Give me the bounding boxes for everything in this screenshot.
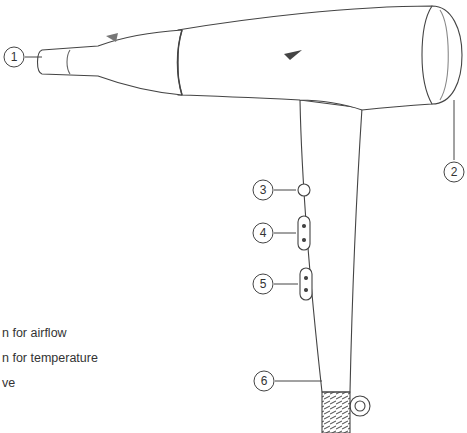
- callout-circle: 1: [3, 46, 25, 68]
- legend-text: n for airflow: [2, 326, 67, 340]
- callout-circle: 4: [252, 222, 274, 244]
- hanging-loop: [350, 396, 370, 416]
- callout-number: 3: [260, 184, 267, 196]
- rear-filter: [422, 6, 462, 104]
- callout-circle: 5: [252, 273, 274, 295]
- callout-number: 5: [260, 278, 267, 290]
- callout-circle: 3: [252, 179, 274, 201]
- button: [298, 184, 310, 196]
- cord-sleeve: [322, 392, 350, 433]
- legend-text: n for temperature: [2, 351, 98, 365]
- slider: [298, 216, 310, 250]
- callout-circle: 2: [443, 161, 465, 183]
- callout-number: 1: [11, 51, 18, 63]
- legend-text: ve: [2, 376, 15, 390]
- callout-circle: 6: [253, 370, 275, 392]
- callout-number: 4: [260, 227, 267, 239]
- body: [178, 6, 432, 110]
- nozzle: [38, 30, 183, 95]
- callout-number: 2: [451, 166, 458, 178]
- callout-number: 6: [261, 375, 268, 387]
- slider: [300, 268, 312, 300]
